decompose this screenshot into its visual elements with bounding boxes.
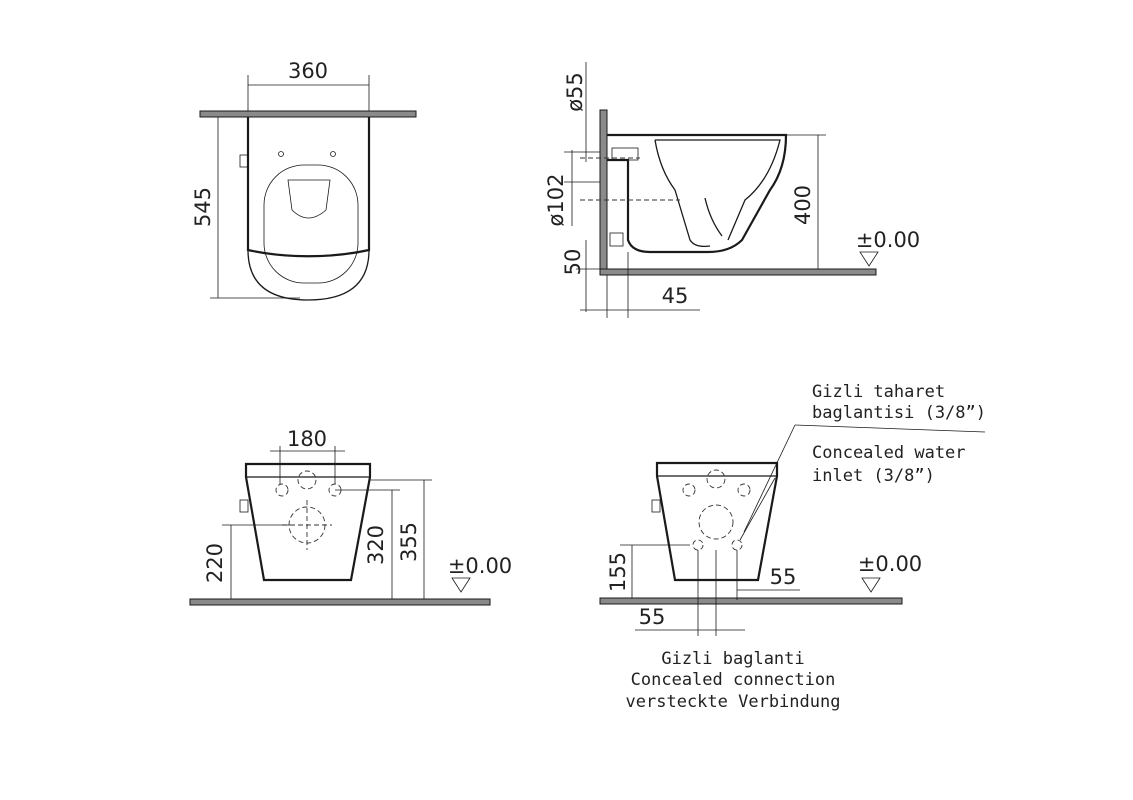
level-marker-conn xyxy=(861,577,881,593)
fixing-block xyxy=(609,232,624,247)
bowl-outline xyxy=(246,117,371,258)
bowl-outline-inner xyxy=(247,117,370,301)
level-label-side: ±0.00 xyxy=(856,228,920,252)
dim-220: 220 xyxy=(203,543,227,583)
trap-wall xyxy=(704,197,723,237)
water-note-line2: inlet (3/8”) xyxy=(812,466,935,486)
level-marker-rear xyxy=(451,577,471,593)
dim-d102: ø102 xyxy=(544,174,568,227)
dim-400: 400 xyxy=(791,185,815,225)
seat-hole-left xyxy=(278,151,284,157)
inlet-connector xyxy=(611,147,639,161)
seat-opening xyxy=(263,164,359,284)
dim-545: 545 xyxy=(191,187,215,227)
water-note-line1: Concealed water xyxy=(812,443,966,463)
bowl-conn-outline xyxy=(655,461,779,582)
floor-plate xyxy=(599,268,877,276)
top-view: 360 545 xyxy=(191,59,417,301)
dim-55-right: 55 xyxy=(770,565,797,589)
level-label-conn: ±0.00 xyxy=(858,552,922,576)
seat-hole-right xyxy=(330,151,336,157)
dim-320: 320 xyxy=(364,525,388,565)
bidet-note-line2: baglantisi (3/8”) xyxy=(812,403,986,423)
dim-355: 355 xyxy=(397,522,421,562)
bowl-inner-upper xyxy=(655,139,781,241)
bowl-rear-outline xyxy=(244,462,372,582)
connection-note-line2: Concealed connection xyxy=(631,670,836,690)
concealed-left xyxy=(692,539,704,551)
side-fixing-conn xyxy=(651,499,661,513)
dim-155: 155 xyxy=(606,552,630,592)
bowl-inner-trap xyxy=(654,139,711,248)
wall-section xyxy=(599,109,608,273)
dim-55-left: 55 xyxy=(639,605,666,629)
rear-view: 180 220 320 355 ±0.00 xyxy=(189,427,512,606)
side-fixing-rear xyxy=(239,499,249,513)
side-fixing xyxy=(239,154,249,168)
wall-plate xyxy=(199,110,417,118)
dim-d55: ø55 xyxy=(563,72,587,112)
dim-50: 50 xyxy=(561,249,585,276)
connection-note-line3: versteckte Verbindung xyxy=(626,692,841,712)
connection-note-line1: Gizli baglanti xyxy=(661,649,804,669)
bowl-section xyxy=(607,133,788,254)
dim-360: 360 xyxy=(288,59,328,83)
rim-opening xyxy=(287,179,331,219)
floor-plate-conn xyxy=(599,597,903,605)
floor-plate-rear xyxy=(189,598,491,606)
level-label-rear: ±0.00 xyxy=(448,554,512,578)
dim-180: 180 xyxy=(287,427,327,451)
concealed-right xyxy=(731,539,743,551)
connection-view: 155 55 55 ±0.00 Gizli taharet baglantisi… xyxy=(599,382,986,712)
bidet-note-line1: Gizli taharet xyxy=(812,382,945,402)
dim-45: 45 xyxy=(662,284,689,308)
level-marker xyxy=(859,251,879,267)
side-view: ø55 ø102 50 400 45 ±0.00 xyxy=(544,62,920,318)
